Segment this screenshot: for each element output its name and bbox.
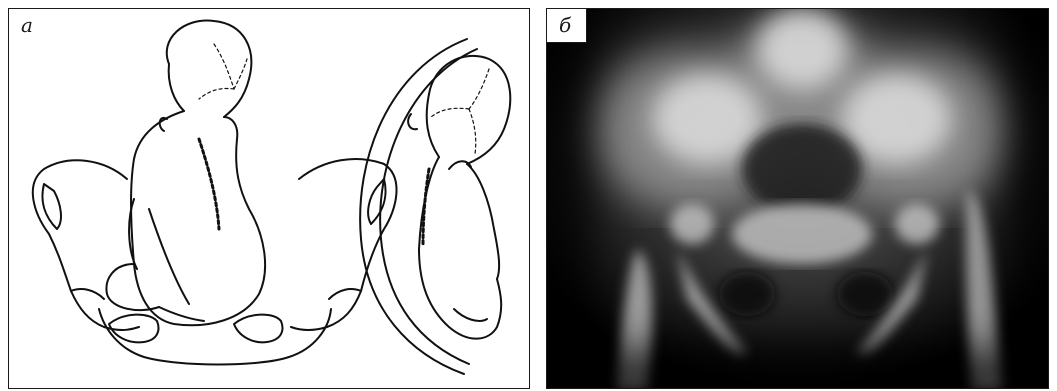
panel-b-xray: б — [546, 8, 1049, 389]
fetus-side-view — [408, 56, 510, 339]
uterus-side-arcs — [360, 39, 477, 374]
fetus-side-spine-dashes — [423, 169, 429, 244]
fetus-suture-dashes — [199, 44, 247, 99]
panel-b-label: б — [559, 13, 571, 37]
panel-a-diagram: а — [8, 8, 530, 389]
pelvis-xray-image — [547, 9, 1049, 389]
panel-b-label-box: б — [547, 9, 587, 43]
panel-a-label: а — [21, 13, 33, 37]
fetus-pelvis-drawing — [9, 9, 531, 390]
fetus-side-suture-dashes — [431, 69, 489, 154]
pelvis-outline — [33, 159, 397, 365]
fetus-back-view — [106, 21, 265, 326]
fetus-spine-dashes — [199, 139, 219, 229]
